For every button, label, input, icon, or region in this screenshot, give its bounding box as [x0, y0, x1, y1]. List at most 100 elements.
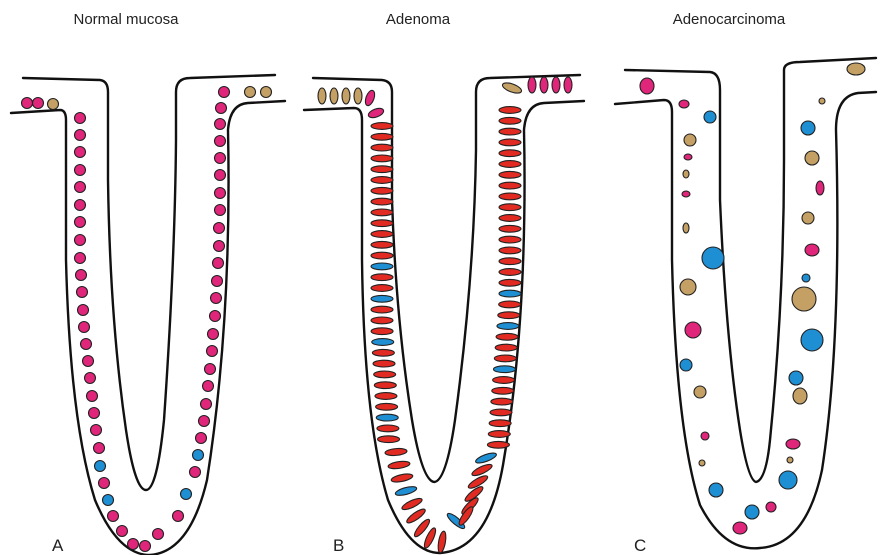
panel-c-cell — [684, 154, 692, 160]
panel-a-cell — [117, 526, 128, 537]
panel-b-cell — [385, 448, 408, 457]
panel-c-cell — [802, 274, 810, 282]
panel-b-cell — [491, 398, 513, 405]
panel-c-cell — [819, 98, 825, 104]
panel-b-cell — [372, 349, 394, 356]
panel-b-cell — [373, 360, 395, 367]
panel-a-cell — [211, 293, 222, 304]
panel-a-normal-crypt — [11, 75, 285, 555]
panel-a-cell — [190, 467, 201, 478]
panel-b-cell — [496, 333, 518, 340]
panel-a-cell — [208, 329, 219, 340]
panel-b-cell — [490, 409, 512, 416]
panel-b-cell — [371, 285, 393, 292]
panel-c-cell — [704, 111, 716, 123]
panel-b-cell — [371, 328, 393, 335]
panel-c-title: Adenocarcinoma — [673, 11, 786, 28]
panel-a-cell — [128, 539, 139, 550]
panel-b-cell — [499, 301, 521, 308]
panel-c-cell — [792, 287, 816, 311]
panel-b-cell — [371, 177, 393, 184]
panel-b-cell — [371, 155, 393, 162]
panel-b-cell — [528, 77, 536, 93]
panel-b-cell — [374, 382, 396, 389]
panel-a-cell — [193, 450, 204, 461]
panel-b-cell — [499, 128, 521, 135]
panel-c-letter: C — [634, 536, 646, 555]
panel-c-cell — [682, 191, 690, 197]
panel-c-cell — [684, 134, 696, 146]
panel-a-crypt-outline — [11, 75, 285, 555]
panel-a-cell — [215, 205, 226, 216]
panel-b-cell — [374, 371, 396, 378]
panel-b-cell — [494, 355, 516, 362]
panel-a-cell — [76, 270, 87, 281]
panel-b-cell — [499, 215, 521, 222]
panel-c-cell — [745, 505, 759, 519]
panel-a-cell — [213, 258, 224, 269]
panel-a-cell — [75, 182, 86, 193]
panel-b-letter: B — [333, 536, 344, 555]
panel-b-cell — [499, 150, 521, 157]
panel-a-cell — [75, 253, 86, 264]
panel-a-cell — [75, 113, 86, 124]
panel-a-cell — [196, 433, 207, 444]
panel-a-cell — [79, 322, 90, 333]
panel-b-cell — [499, 107, 521, 114]
panel-a-cell — [85, 373, 96, 384]
panel-b-cell — [493, 377, 515, 384]
panel-b-cell — [391, 472, 414, 483]
panel-a-cell — [215, 153, 226, 164]
panel-b-cell — [437, 531, 448, 554]
panel-b-cell — [388, 460, 411, 470]
panel-c-cell — [702, 247, 724, 269]
panel-a-cell — [94, 443, 105, 454]
panel-b-cell — [371, 295, 393, 302]
panel-b-cell — [499, 279, 521, 286]
panel-c-cell — [789, 371, 803, 385]
panel-a-cell — [48, 99, 59, 110]
panel-c-cell — [801, 329, 823, 351]
panel-a-cell — [91, 425, 102, 436]
panel-b-cell — [501, 81, 523, 95]
panel-b-cell — [499, 171, 521, 178]
panel-b-cell — [377, 425, 399, 432]
panel-b-cell — [499, 269, 521, 276]
panel-b-cell — [371, 144, 393, 151]
panel-a-cell — [153, 529, 164, 540]
panel-a-cell — [81, 339, 92, 350]
panel-b-cell — [488, 431, 510, 438]
panel-b-cell — [372, 339, 394, 346]
panel-b-cell — [552, 77, 560, 93]
panel-b-cell — [499, 161, 521, 168]
panel-a-cell — [205, 364, 216, 375]
panel-a-cell — [103, 495, 114, 506]
panel-a-cell — [212, 276, 223, 287]
panel-b-cell — [471, 462, 494, 477]
panel-b-cell — [564, 77, 572, 93]
panel-b-cell — [394, 485, 417, 497]
panel-b-cell — [495, 344, 517, 351]
panel-b-cell — [371, 317, 393, 324]
panel-b-cell — [499, 247, 521, 254]
panel-b-cell — [354, 88, 362, 104]
panel-b-cell — [371, 220, 393, 227]
panel-b-cell — [371, 123, 393, 130]
panel-c-cell — [787, 457, 793, 463]
panel-a-cell — [214, 241, 225, 252]
panel-b-cell — [376, 403, 398, 410]
panel-b-cell — [371, 166, 393, 173]
panel-b-cell — [499, 225, 521, 232]
panel-a-cell — [215, 136, 226, 147]
panel-a-cell — [215, 119, 226, 130]
panel-b-cell — [540, 77, 548, 93]
panel-b-cell — [364, 89, 377, 107]
panel-a-cell — [77, 287, 88, 298]
panel-b-cell — [497, 323, 519, 330]
panel-c-cell — [847, 63, 865, 75]
panel-a-cell — [22, 98, 33, 109]
panel-c-cell — [779, 471, 797, 489]
panel-c-cell — [786, 439, 800, 449]
panel-b-adenoma-crypt — [304, 75, 584, 553]
